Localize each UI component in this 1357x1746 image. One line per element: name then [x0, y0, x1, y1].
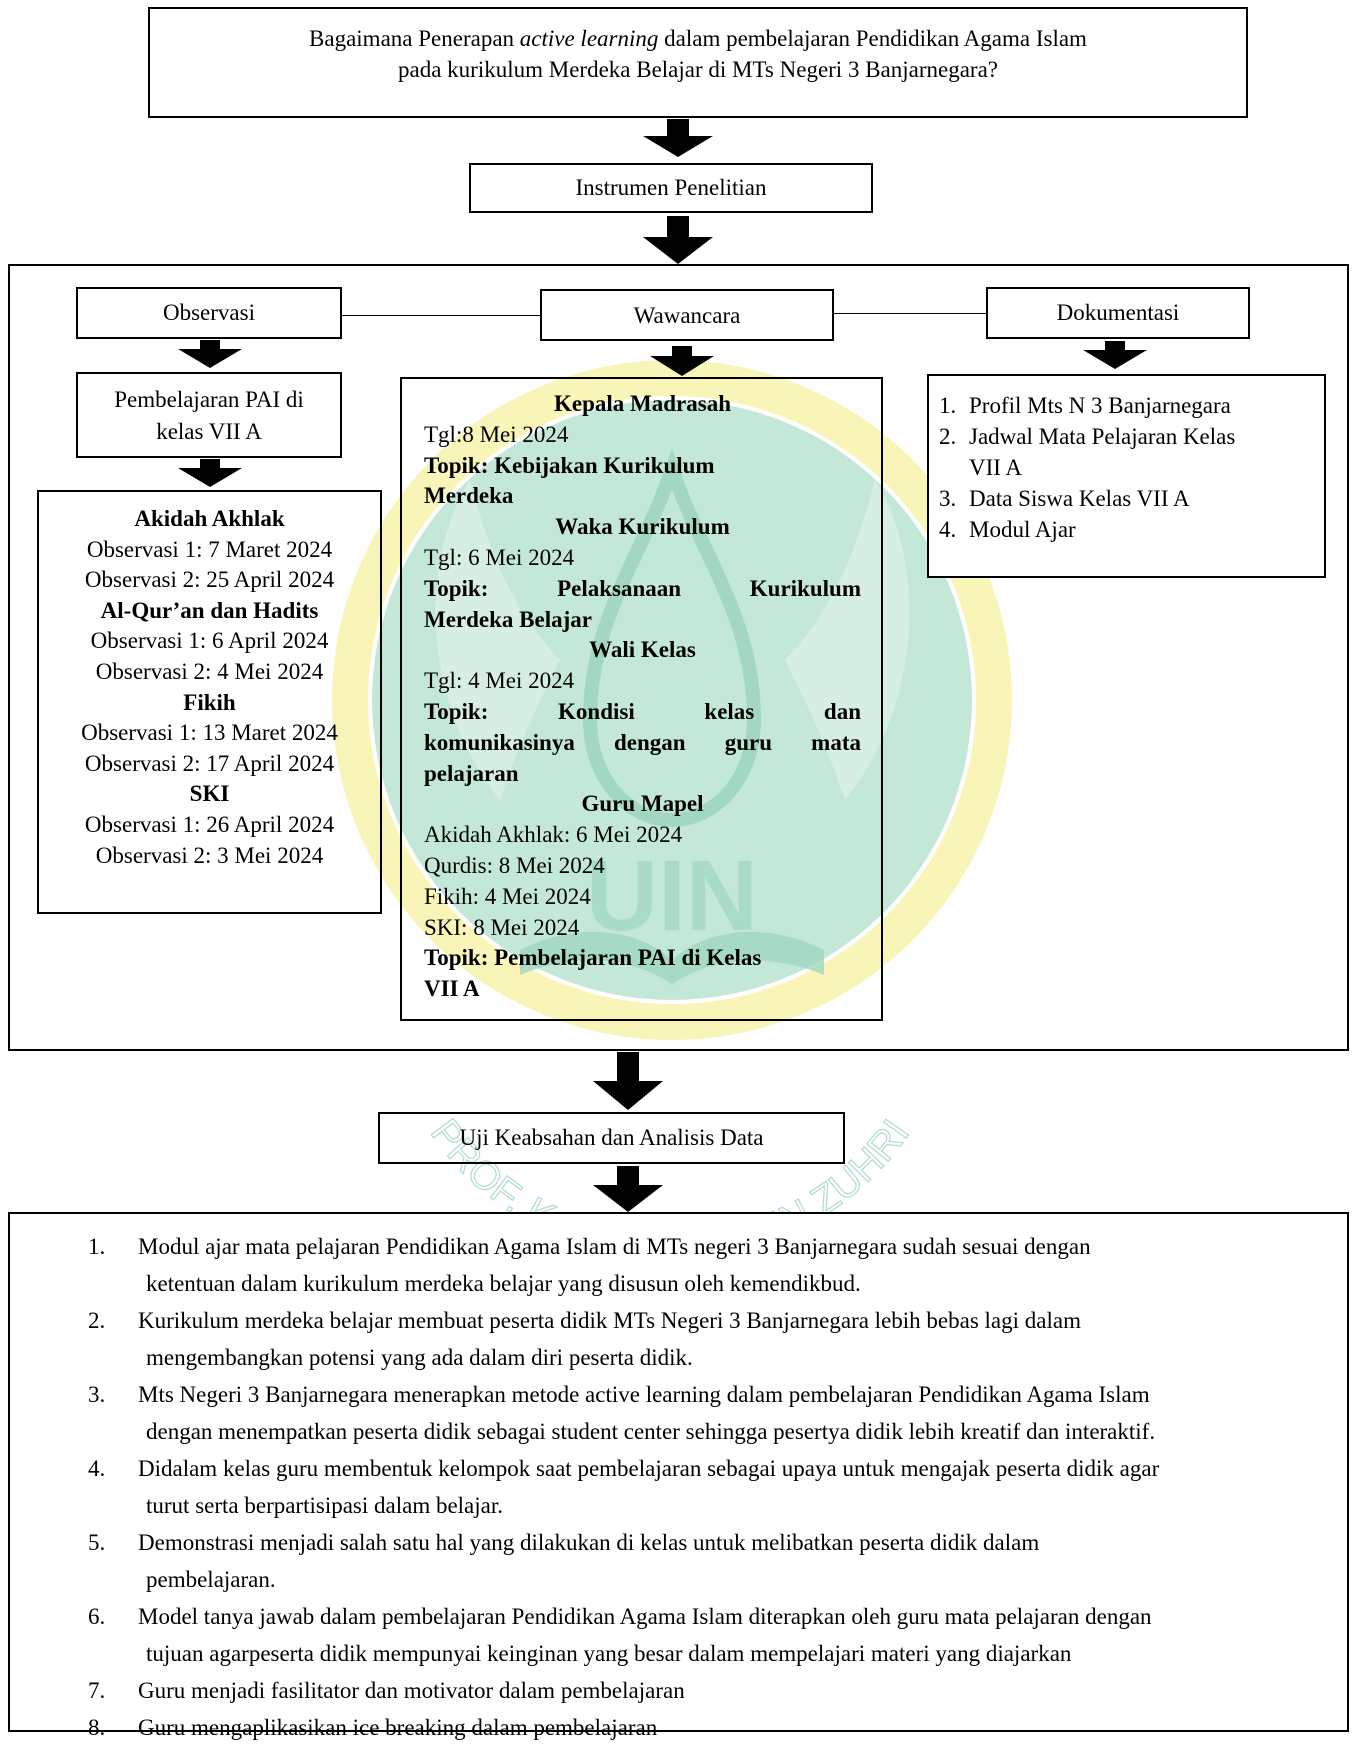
interview-topic: Topik: Pembelajaran PAI di Kelas: [424, 945, 762, 971]
down-arrow-icon: [650, 346, 714, 376]
findings-list: 1.Modul ajar mata pelajaran Pendidikan A…: [88, 1228, 1347, 1746]
interviewee-title: Wali Kelas: [589, 637, 696, 663]
finding-item: 2.Kurikulum merdeka belajar membuat pese…: [88, 1308, 1081, 1370]
interview-topic: Merdeka: [424, 483, 514, 509]
observation-subject: Fikih: [183, 689, 236, 715]
instrument-box: Instrumen Penelitian: [469, 163, 873, 213]
document-item: 1.Profil Mts N 3 Banjarnegara: [939, 393, 1231, 418]
interview-date: SKI: 8 Mei 2024: [424, 914, 580, 940]
observation-date: Observasi 1: 13 Maret 2024: [81, 720, 338, 746]
observasi-box: Observasi: [76, 287, 342, 339]
interview-date: Tgl:8 Mei 2024: [424, 421, 569, 447]
observation-date: Observasi 2: 25 April 2024: [84, 567, 335, 593]
validation-label: Uji Keabsahan dan Analisis Data: [459, 1125, 764, 1150]
documents-box: 1.Profil Mts N 3 Banjarnegara 2. Jadwal …: [927, 374, 1326, 578]
instrument-group-container: [8, 264, 1349, 1051]
down-arrow-icon: [1083, 341, 1147, 369]
down-arrow-icon: [593, 1166, 663, 1212]
observation-date: Observasi 1: 6 April 2024: [90, 628, 329, 654]
observation-date: Observasi 1: 26 April 2024: [84, 811, 335, 837]
observasi-label: Observasi: [163, 300, 255, 325]
interview-date: Tgl: 6 Mei 2024: [424, 544, 575, 570]
interview-date: Tgl: 4 Mei 2024: [424, 668, 575, 694]
interviewee-title: Kepala Madrasah: [554, 391, 731, 416]
interviewee-title: Waka Kurikulum: [555, 514, 730, 540]
interview-date: Qurdis: 8 Mei 2024: [424, 852, 605, 878]
interview-date: Fikih: 4 Mei 2024: [424, 883, 591, 909]
down-arrow-icon: [178, 459, 242, 487]
interview-topic: Merdeka Belajar: [424, 606, 592, 632]
finding-item: 3.Mts Negeri 3 Banjarnegara menerapkan m…: [88, 1382, 1156, 1444]
research-question-line1: Bagaimana Penerapan active learning dala…: [309, 26, 1087, 51]
finding-item: 6.Model tanya jawab dalam pembelajaran P…: [88, 1604, 1152, 1666]
research-question-line2: pada kurikulum Merdeka Belajar di MTs Ne…: [398, 57, 998, 82]
observation-subject: Akidah Akhlak: [134, 506, 285, 531]
interview-date: Akidah Akhlak: 6 Mei 2024: [424, 822, 683, 848]
wawancara-label: Wawancara: [633, 303, 741, 328]
validation-box: Uji Keabsahan dan Analisis Data: [378, 1112, 845, 1164]
interview-topic: Topik: Pelaksanaan Kurikulum: [424, 575, 861, 601]
connector-line: [342, 315, 540, 316]
interview-topic: VII A: [424, 976, 480, 1002]
down-arrow-icon: [593, 1052, 663, 1110]
observations-box: Akidah Akhlak Observasi 1: 7 Maret 2024 …: [37, 490, 382, 914]
finding-item: 7.Guru menjadi fasilitator dan motivator…: [88, 1678, 685, 1703]
observation-date: Observasi 1: 7 Maret 2024: [86, 536, 333, 562]
down-arrow-icon: [643, 216, 713, 264]
observation-subject: SKI: [189, 781, 230, 807]
dokumentasi-label: Dokumentasi: [1056, 300, 1180, 325]
dokumentasi-box: Dokumentasi: [986, 287, 1250, 339]
instrument-label: Instrumen Penelitian: [575, 175, 767, 200]
finding-item: 4.Didalam kelas guru membentuk kelompok …: [88, 1456, 1160, 1518]
observation-date: Observasi 2: 3 Mei 2024: [95, 842, 324, 868]
connector-line: [834, 313, 986, 314]
document-item: 4.Modul Ajar: [939, 517, 1076, 542]
observation-date: Observasi 2: 17 April 2024: [84, 750, 335, 776]
finding-item: 5.Demonstrasi menjadi salah satu hal yan…: [88, 1530, 1040, 1592]
down-arrow-icon: [178, 340, 242, 368]
interview-topic: pelajaran: [424, 760, 519, 786]
observasi-target-box: Pembelajaran PAI di kelas VII A: [76, 372, 342, 458]
observasi-target-line2: kelas VII A: [156, 419, 262, 444]
observation-subject: Al-Qur’an dan Hadits: [100, 597, 319, 623]
observation-date: Observasi 2: 4 Mei 2024: [95, 658, 324, 684]
wawancara-box: Wawancara: [540, 289, 834, 341]
finding-item: 8.Guru mengaplikasikan ice breaking dala…: [88, 1715, 658, 1740]
findings-box: 1.Modul ajar mata pelajaran Pendidikan A…: [8, 1212, 1349, 1740]
wawancara-detail-box: Kepala Madrasah Tgl:8 Mei 2024 Topik: Ke…: [400, 377, 883, 1021]
document-item: 3.Data Siswa Kelas VII A: [939, 486, 1190, 511]
interview-topic: komunikasinya dengan guru mata: [424, 729, 861, 755]
finding-item: 1.Modul ajar mata pelajaran Pendidikan A…: [88, 1234, 1091, 1296]
interview-topic: Topik: Kebijakan Kurikulum: [424, 452, 715, 478]
interviewee-title: Guru Mapel: [581, 791, 704, 817]
research-question-box: Bagaimana Penerapan active learning dala…: [148, 7, 1248, 118]
observasi-target-line1: Pembelajaran PAI di: [114, 387, 304, 412]
interview-topic: Topik: Kondisi kelas dan: [424, 698, 861, 724]
down-arrow-icon: [643, 119, 713, 157]
